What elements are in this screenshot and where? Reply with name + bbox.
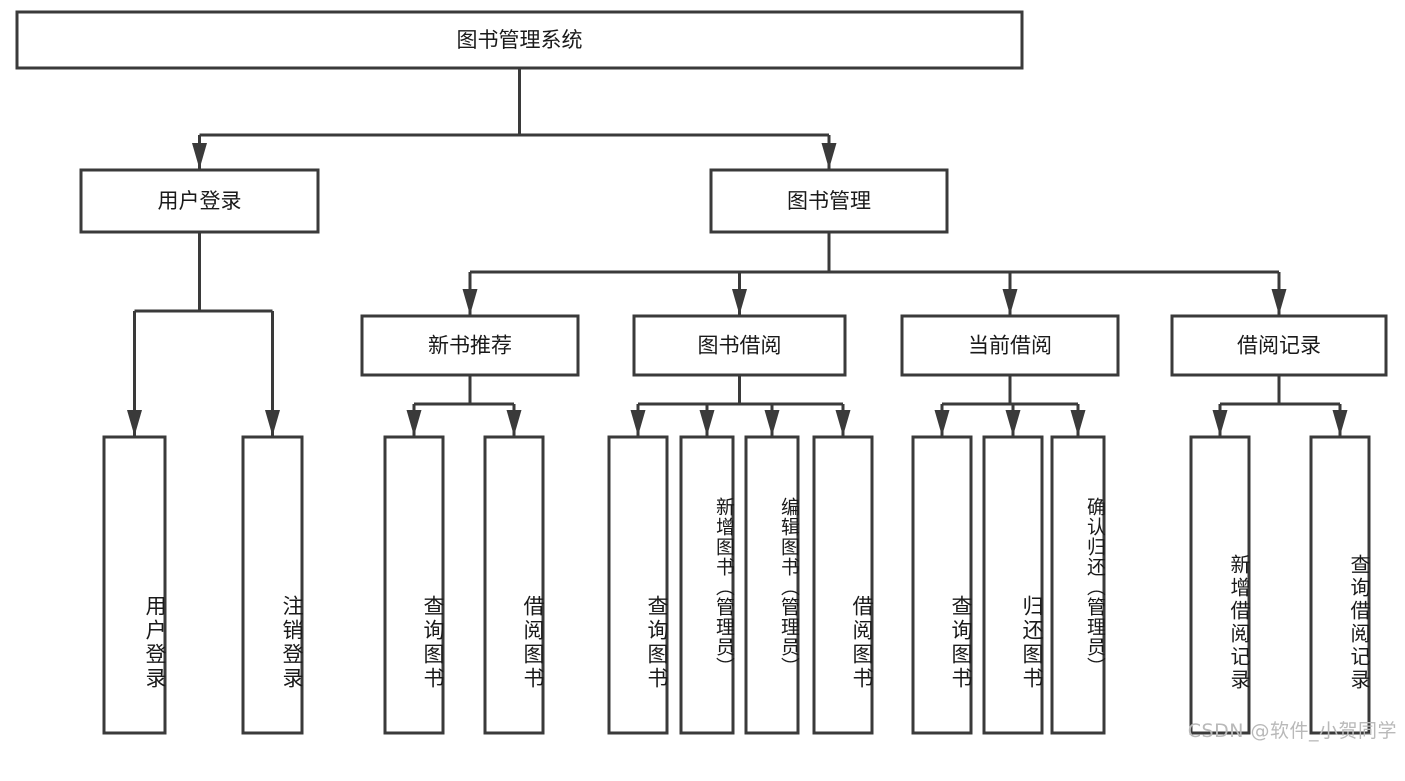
node-box-leaf-query-book-current[interactable]	[911, 435, 973, 735]
node-box-leaf-logout[interactable]	[241, 435, 304, 735]
arrow-head-icon	[764, 410, 780, 436]
node-box-leaf-borrow-book-rec[interactable]	[483, 435, 545, 735]
node-box-new-book-rec[interactable]	[360, 314, 580, 377]
node-box-user-login[interactable]	[79, 168, 320, 234]
node-label-book-manage: 图书管理	[787, 189, 871, 213]
arrow-head-icon	[506, 410, 522, 436]
node-box-root[interactable]	[15, 10, 1024, 70]
arrow-head-icon	[1005, 410, 1021, 436]
node-box-leaf-add-book-admin[interactable]	[679, 435, 735, 735]
node-box-leaf-add-borrow-record[interactable]	[1189, 435, 1251, 735]
arrow-head-icon	[699, 410, 715, 436]
diagram-canvas: 图书管理系统用户登录图书管理新书推荐图书借阅当前借阅借阅记录 用户登录注销登录查…	[15, 10, 1397, 742]
arrow-head-icon	[265, 410, 280, 436]
arrow-head-icon	[406, 410, 422, 436]
node-label-book-borrow: 图书借阅	[698, 334, 782, 358]
node-label-borrow-record: 借阅记录	[1237, 334, 1321, 358]
boxes-layer	[15, 10, 1388, 735]
arrow-head-icon	[732, 289, 747, 315]
node-label-new-book-rec: 新书推荐	[428, 334, 512, 358]
arrow-head-icon	[934, 410, 950, 436]
node-label-current-borrow: 当前借阅	[968, 334, 1052, 358]
arrow-head-icon	[462, 289, 478, 315]
node-box-borrow-record[interactable]	[1170, 314, 1388, 377]
node-box-book-manage[interactable]	[709, 168, 949, 234]
node-box-leaf-query-book-borrow[interactable]	[607, 435, 669, 735]
node-box-leaf-confirm-return[interactable]	[1050, 435, 1106, 735]
node-label-root: 图书管理系统	[457, 28, 583, 52]
node-box-leaf-edit-book-admin[interactable]	[744, 435, 800, 735]
node-box-book-borrow[interactable]	[632, 314, 847, 377]
node-box-current-borrow[interactable]	[900, 314, 1120, 377]
arrow-head-icon	[1271, 289, 1287, 315]
arrow-head-icon	[630, 410, 646, 436]
arrow-head-icon	[1212, 410, 1228, 436]
node-box-leaf-borrow-book-borrow[interactable]	[812, 435, 874, 735]
connectors-layer	[127, 68, 1348, 436]
arrow-head-icon	[192, 143, 207, 169]
node-box-leaf-query-borrow-record[interactable]	[1309, 435, 1371, 735]
node-box-leaf-user-login[interactable]	[102, 435, 167, 735]
watermark-text: CSDN @软件_小贺同学	[1187, 720, 1397, 742]
arrow-head-icon	[127, 410, 142, 436]
node-label-user-login: 用户登录	[158, 189, 242, 213]
arrow-head-icon	[1332, 410, 1348, 436]
node-box-leaf-return-book[interactable]	[982, 435, 1044, 735]
arrow-head-icon	[1002, 289, 1018, 315]
node-box-leaf-query-book-rec[interactable]	[383, 435, 445, 735]
arrow-head-icon	[821, 143, 837, 169]
arrow-head-icon	[835, 410, 851, 436]
arrow-head-icon	[1070, 410, 1086, 436]
